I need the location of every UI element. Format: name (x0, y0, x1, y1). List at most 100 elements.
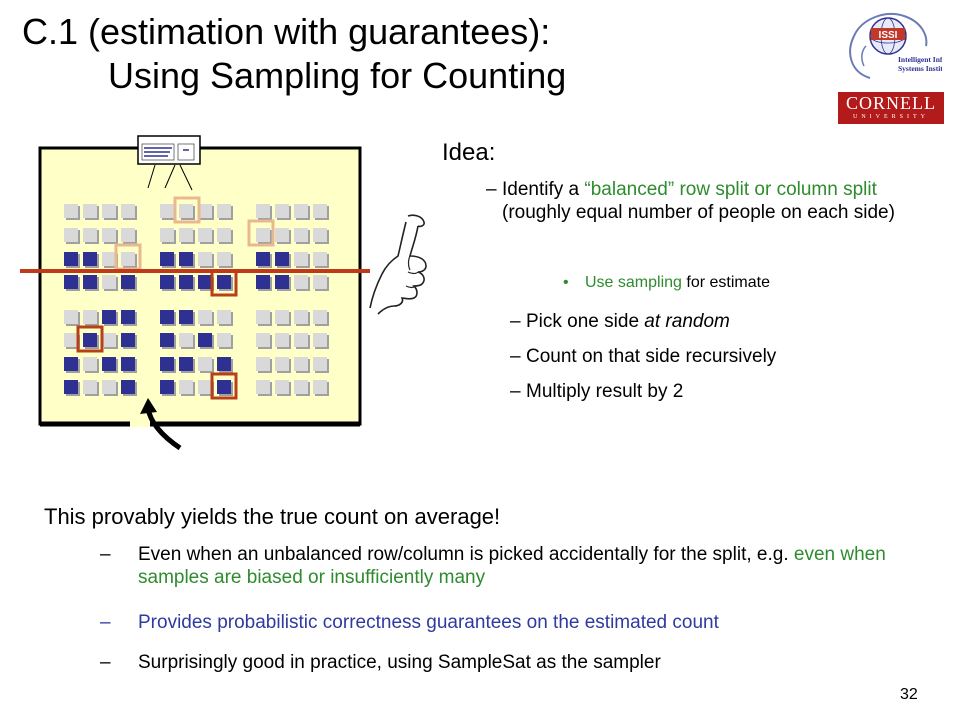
idea-bullet-1: – Identify a “balanced” row split or col… (486, 178, 902, 224)
cornell-sub: UNIVERSITY (853, 114, 929, 120)
seat (83, 204, 97, 218)
idea-bullet-2-italic: at random (644, 311, 730, 332)
seat (198, 357, 212, 371)
idea-sub-green: Use sampling (585, 274, 682, 291)
seat (294, 357, 308, 371)
isi-name-line-1: Intelligent Information (898, 55, 942, 64)
seat (64, 252, 78, 266)
seat (121, 252, 135, 266)
seat (256, 228, 270, 242)
seat (102, 310, 116, 324)
seat (121, 357, 135, 371)
bottom-heading: This provably yields the true count on a… (44, 504, 501, 529)
idea-bullet-1-text: Identify a (502, 179, 585, 200)
isi-logo: ISSI Intelligent Information Systems Ins… (849, 13, 942, 79)
bottom-bullet-1: – Even when an unbalanced row/column is … (100, 543, 928, 589)
sample-box (76, 325, 104, 353)
idea-sub-bullet: • Use sampling for estimate (563, 272, 770, 294)
seat (256, 380, 270, 394)
seat (160, 228, 174, 242)
seat (198, 252, 212, 266)
sample-box (173, 196, 201, 224)
seat (294, 228, 308, 242)
seat (179, 204, 193, 218)
bullet-dash: – (510, 346, 521, 367)
people-grid-illustration (20, 135, 370, 451)
seat (256, 357, 270, 371)
bottom-bullet-1-text: Even when an unbalanced row/column is pi… (138, 544, 794, 565)
seat (83, 275, 97, 289)
seat (64, 310, 78, 324)
idea-bullet-3: – Count on that side recursively (510, 345, 776, 368)
idea-bullet-4: – Multiply result by 2 (510, 380, 684, 403)
seat (275, 252, 289, 266)
seat (275, 275, 289, 289)
seat (294, 275, 308, 289)
seat (313, 275, 327, 289)
bottom-bullet-3: – Surprisingly good in practice, using S… (100, 651, 928, 674)
seat (64, 275, 78, 289)
cornell-logo: CORNELL UNIVERSITY (838, 92, 944, 124)
seat (160, 357, 174, 371)
seat (294, 252, 308, 266)
seat (275, 310, 289, 324)
seat (83, 228, 97, 242)
seat (121, 228, 135, 242)
seat (256, 333, 270, 347)
seat (64, 380, 78, 394)
seat (179, 228, 193, 242)
seat (64, 204, 78, 218)
seat (294, 333, 308, 347)
seat (217, 333, 231, 347)
bullet-dash: – (100, 612, 111, 633)
seat (294, 380, 308, 394)
seat (121, 204, 135, 218)
seat (160, 310, 174, 324)
seat (179, 357, 193, 371)
seat (121, 333, 135, 347)
seat (102, 333, 116, 347)
seat (198, 310, 212, 324)
seat (83, 333, 97, 347)
seat (198, 228, 212, 242)
seat (294, 204, 308, 218)
seat (102, 228, 116, 242)
seat (160, 333, 174, 347)
seat (179, 380, 193, 394)
slide-title: C.1 (estimation with guarantees): Using … (22, 10, 566, 98)
seat (160, 252, 174, 266)
seat (121, 380, 135, 394)
seat (179, 333, 193, 347)
sample-box (247, 219, 275, 247)
idea-bullet-2: – Pick one side at random (510, 310, 730, 333)
cornell-name: CORNELL (846, 93, 936, 113)
title-line-1: C.1 (estimation with guarantees): (22, 11, 551, 52)
seat (256, 252, 270, 266)
seat (313, 204, 327, 218)
seat (275, 333, 289, 347)
bullet-dash: – (486, 179, 497, 200)
seat (102, 252, 116, 266)
title-line-2: Using Sampling for Counting (108, 55, 567, 96)
seat (217, 252, 231, 266)
bullet-dash: – (510, 381, 521, 402)
bottom-bullet-1-green: even when samples are biased or insuffic… (138, 544, 886, 588)
seat (313, 357, 327, 371)
idea-bullet-4-text: Multiply result by 2 (526, 381, 684, 402)
seat (121, 310, 135, 324)
sub-bullet-dot: • (563, 274, 569, 291)
seat (217, 380, 231, 394)
thumbs-up-icon (369, 214, 427, 315)
seat (275, 357, 289, 371)
idea-section: Idea: (442, 138, 495, 168)
seat (83, 252, 97, 266)
seat (275, 228, 289, 242)
seat (217, 204, 231, 218)
seat (217, 310, 231, 324)
seat (217, 357, 231, 371)
idea-bullet-1-rest: (roughly equal number of people on each … (502, 202, 895, 223)
seat (102, 275, 116, 289)
bullet-dash: – (100, 652, 111, 673)
bullet-dash: – (510, 311, 521, 332)
seat (160, 204, 174, 218)
